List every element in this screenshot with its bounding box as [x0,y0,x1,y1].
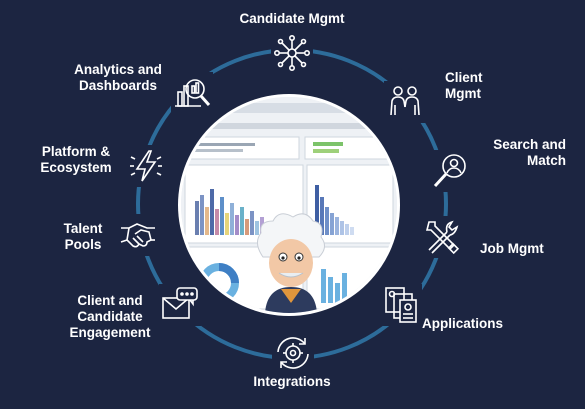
label-search-and-match: Search and Match [493,137,566,168]
people-icon [384,81,426,123]
chart-search-icon [171,72,213,114]
label-talent-pools: Talent Pools [63,221,103,252]
label-candidate-mgmt: Candidate Mgmt [239,11,345,26]
handshake-icon [117,214,159,256]
label-integrations: Integrations [253,374,331,389]
label-platform-and-ecosystem: Platform & Ecosystem [40,144,112,175]
label-client-and-candidate-engagement: Client and Candidate Engagement [69,293,151,340]
person-search-icon [429,150,471,192]
center-dashboard-image [181,97,397,313]
label-client-mgmt: Client Mgmt [445,70,483,101]
label-analytics-and-dashboards: Analytics and Dashboards [74,62,162,93]
label-job-mgmt: Job Mgmt [480,241,544,256]
network-icon [271,32,313,74]
tools-icon [421,216,463,258]
documents-icon [380,284,422,326]
label-applications: Applications [422,316,504,331]
lightning-icon [125,145,167,187]
envelope-chat-icon [159,284,201,326]
gear-sync-icon [272,332,314,374]
mascot-figure [257,213,325,313]
